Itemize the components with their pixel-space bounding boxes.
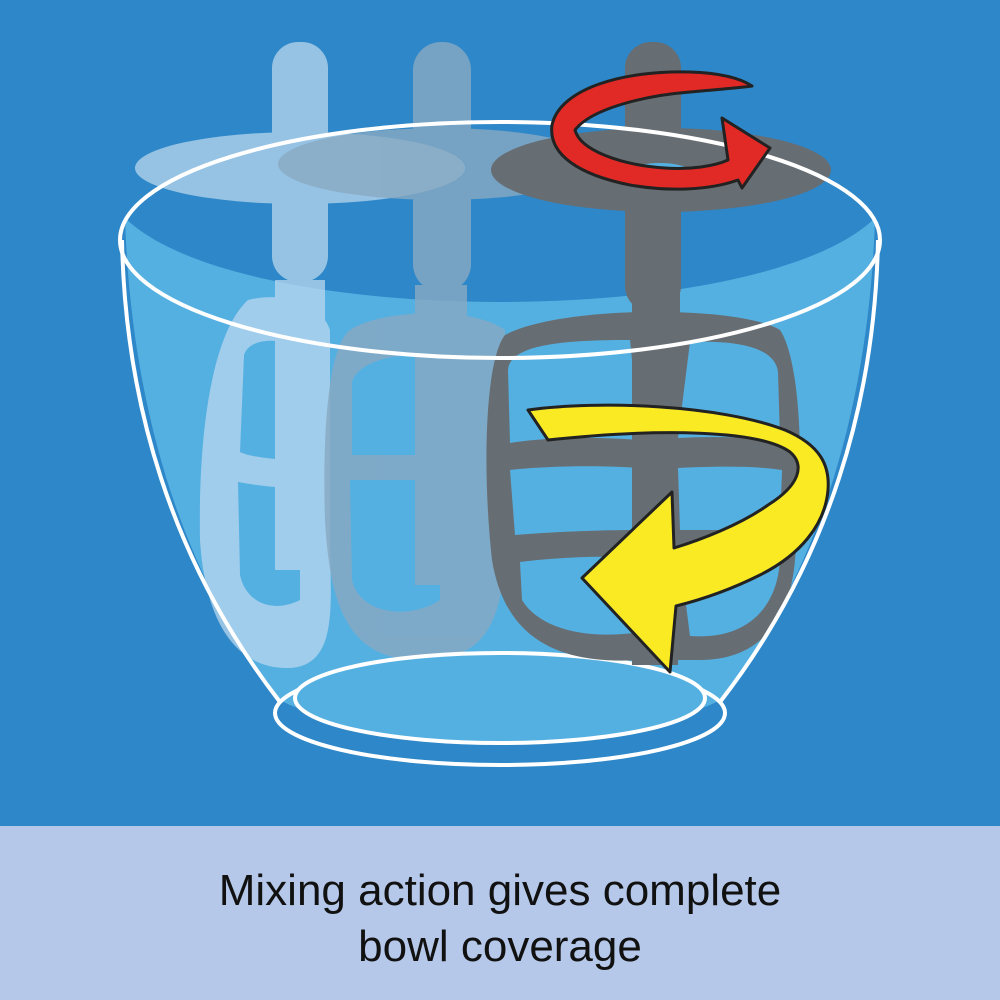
bowl-outline <box>120 239 880 704</box>
caption-text: Mixing action gives complete bowl covera… <box>120 863 880 975</box>
red-rotation-arrow-icon <box>550 70 772 191</box>
caption-line-2: bowl coverage <box>358 922 642 971</box>
bowl-base-inner <box>293 651 707 745</box>
caption-line-1: Mixing action gives complete <box>218 866 782 915</box>
mixing-illustration <box>0 0 1000 826</box>
ghost-beater-mid-icon <box>278 42 602 660</box>
caption-band: Mixing action gives complete bowl covera… <box>0 826 1000 1000</box>
bowl-rim <box>118 120 882 360</box>
yellow-circular-arrow-icon <box>526 403 830 674</box>
